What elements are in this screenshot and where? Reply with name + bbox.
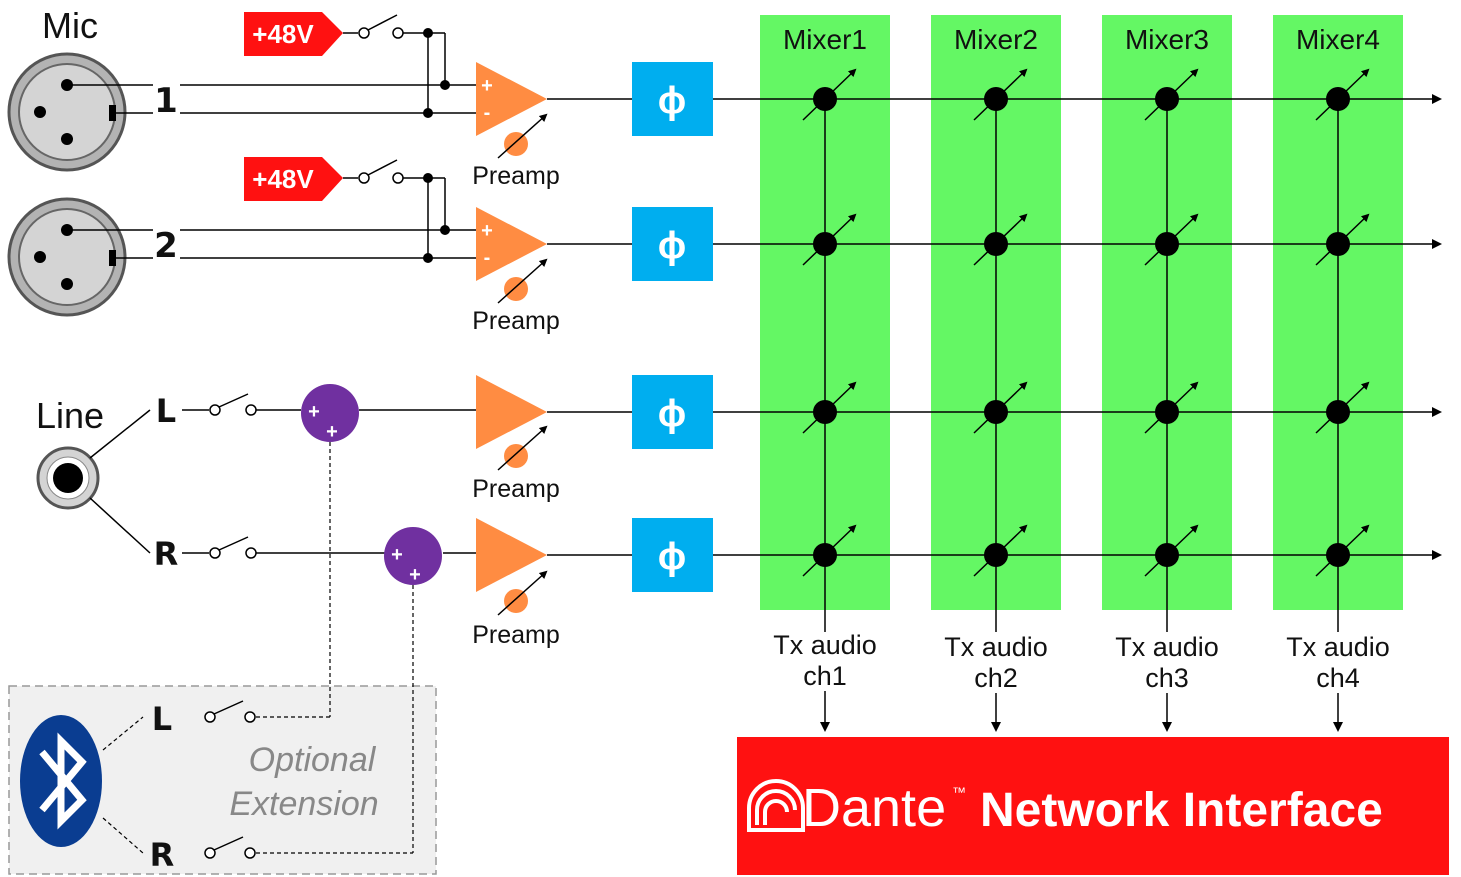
- mic-wires: [67, 32, 476, 259]
- crosspoint-gain-mixer2-ch3[interactable]: [973, 381, 1028, 434]
- crosspoint-gain-mixer1-ch3[interactable]: [802, 381, 857, 434]
- optional-label-line2: Extension: [229, 785, 378, 823]
- preamp-1-plus: +: [481, 75, 493, 97]
- phantom-2-label: +48V: [252, 164, 314, 194]
- crosspoint-matrix: [802, 68, 1370, 577]
- line-title: Line: [36, 395, 104, 436]
- preamp-4-label: Preamp: [472, 621, 560, 649]
- crosspoint-gain-mixer2-ch2[interactable]: [973, 213, 1028, 266]
- tx-ch3-line1: Tx audio: [1115, 632, 1219, 662]
- phase-block-3: ϕ: [632, 375, 713, 449]
- extension-dashed-wires: [102, 442, 414, 854]
- mic-title: Mic: [42, 5, 98, 46]
- line-right-switch[interactable]: [209, 536, 257, 559]
- summer-left-plus-1: +: [308, 401, 320, 423]
- phantom-switch-2[interactable]: [343, 159, 404, 184]
- phase-block-4: ϕ: [632, 518, 713, 592]
- mixer-1-label: Mixer1: [783, 24, 867, 55]
- crosspoint-gain-mixer3-ch1[interactable]: [1144, 68, 1199, 121]
- line-right-label: R: [154, 535, 179, 573]
- preamp-3-label: Preamp: [472, 475, 560, 503]
- line-wires: [89, 409, 476, 554]
- optional-label-line1: Optional: [249, 741, 377, 779]
- summer-left-plus-2: +: [326, 421, 338, 443]
- phantom-1-label: +48V: [252, 19, 314, 49]
- preamp-2-label: Preamp: [472, 307, 560, 335]
- tx-ch1-line2: ch1: [803, 661, 847, 691]
- mic-2-xlr-connector: [7, 197, 127, 317]
- preamp-1-minus: -: [484, 102, 491, 124]
- summer-right-plus-1: +: [391, 544, 403, 566]
- line-left-switch[interactable]: [209, 393, 257, 416]
- crosspoint-gain-mixer2-ch1[interactable]: [973, 68, 1028, 121]
- dante-brand: Dante: [802, 778, 946, 838]
- summer-left: + +: [301, 384, 359, 443]
- line-rca-jack: [36, 446, 100, 510]
- preamp-2-minus: -: [484, 247, 491, 269]
- optional-right-label: R: [150, 836, 175, 874]
- preamp-3: [476, 375, 548, 471]
- crosspoint-gain-mixer4-ch3[interactable]: [1315, 381, 1370, 434]
- preamp-2-plus: +: [481, 220, 493, 242]
- line-left-label: L: [156, 392, 176, 430]
- phantom-switch-1[interactable]: [343, 14, 404, 39]
- crosspoint-gain-mixer3-ch2[interactable]: [1144, 213, 1199, 266]
- preamp-1: + -: [476, 62, 548, 159]
- optional-left-switch[interactable]: [204, 700, 256, 723]
- phase-1-symbol: ϕ: [658, 80, 686, 122]
- dante-logo-icon: [747, 779, 805, 832]
- tx-ch2-line2: ch2: [974, 663, 1018, 693]
- phantom-power-badge-2: +48V: [244, 157, 343, 201]
- tx-ch4-line2: ch4: [1316, 663, 1360, 693]
- mixer-4-label: Mixer4: [1296, 24, 1380, 55]
- preamp-1-label: Preamp: [472, 162, 560, 190]
- crosspoint-gain-mixer4-ch1[interactable]: [1315, 68, 1370, 121]
- crosspoint-gain-mixer2-ch4[interactable]: [973, 524, 1028, 577]
- mic-2-label: 2: [154, 226, 178, 266]
- dante-trademark: ™: [952, 784, 966, 800]
- tx-arrows: [820, 691, 1343, 732]
- preamp-4: [476, 518, 548, 616]
- crosspoint-gain-mixer3-ch4[interactable]: [1144, 524, 1199, 577]
- preamp-2: + -: [476, 207, 548, 304]
- phase-block-2: ϕ: [632, 207, 713, 281]
- optional-right-switch[interactable]: [204, 836, 256, 859]
- dante-suffix: Network Interface: [980, 784, 1383, 837]
- tx-ch4-line1: Tx audio: [1286, 632, 1390, 662]
- mic-junction-dots: [423, 28, 450, 263]
- mixer-3-label: Mixer3: [1125, 24, 1209, 55]
- phase-2-symbol: ϕ: [658, 225, 686, 267]
- optional-left-label: L: [152, 700, 172, 738]
- crosspoint-gain-mixer1-ch4[interactable]: [802, 524, 857, 577]
- mic-1-xlr-connector: [7, 52, 127, 172]
- tx-ch1-line1: Tx audio: [773, 630, 877, 660]
- phase-3-symbol: ϕ: [658, 393, 686, 435]
- mic-1-label: 1: [154, 81, 178, 121]
- summer-right-plus-2: +: [409, 564, 421, 586]
- phase-4-symbol: ϕ: [658, 536, 686, 578]
- bluetooth-icon: [20, 715, 102, 847]
- summer-right: + +: [384, 527, 442, 586]
- phantom-power-badge-1: +48V: [244, 12, 343, 56]
- phase-block-1: ϕ: [632, 62, 713, 136]
- crosspoint-gain-mixer1-ch2[interactable]: [802, 213, 857, 266]
- crosspoint-gain-mixer3-ch3[interactable]: [1144, 381, 1199, 434]
- tx-ch2-line1: Tx audio: [944, 632, 1048, 662]
- crosspoint-gain-mixer1-ch1[interactable]: [802, 68, 857, 121]
- crosspoint-gain-mixer4-ch4[interactable]: [1315, 524, 1370, 577]
- tx-ch3-line2: ch3: [1145, 663, 1189, 693]
- mixer-2-label: Mixer2: [954, 24, 1038, 55]
- dante-network-interface: Dante ™ Network Interface: [737, 737, 1449, 875]
- crosspoint-gain-mixer4-ch2[interactable]: [1315, 213, 1370, 266]
